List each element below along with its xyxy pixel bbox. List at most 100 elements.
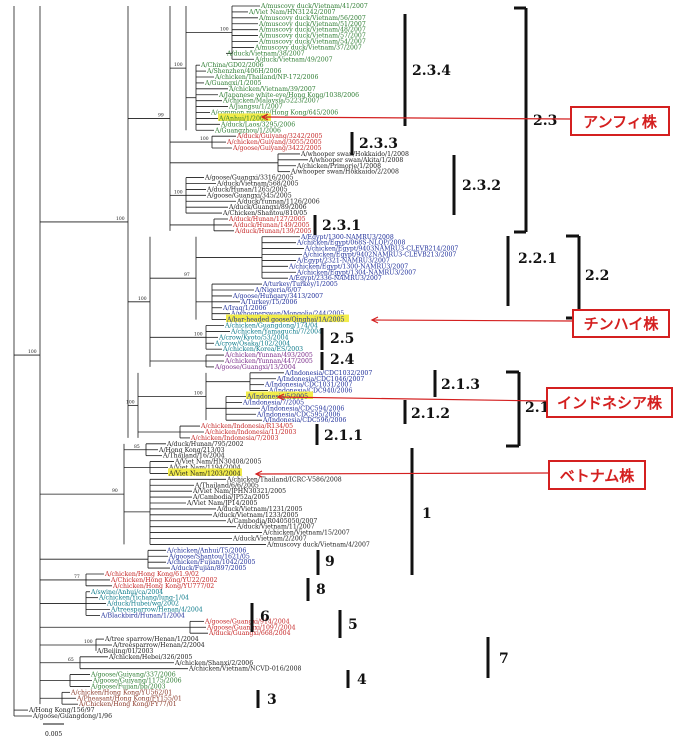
taxon-label: A/chicken/Egypt/9402NAMRU3-CLEVB213/2007 xyxy=(302,252,456,259)
clade-label-2-3-2: 2.3.2 xyxy=(462,178,501,194)
taxon-label: A/bar-headed goose/Qinghai/1A/2005 xyxy=(226,317,345,324)
taxon-label: A/duck/Vietnam/2/2007 xyxy=(232,536,307,543)
taxon-label: A/chicken/Shanxi/2/2006 xyxy=(174,660,253,667)
taxon-label: A/duck/Hunan/127/2005 xyxy=(228,216,306,223)
taxon-label: A/muscovy duck/Vietnam/41/2007 xyxy=(260,3,368,10)
taxon-label: A/Indonesia/CDC1031/2007 xyxy=(264,382,352,389)
taxon-label: A/duck/Hunan/1265/2005 xyxy=(206,186,288,193)
pointer-anhui xyxy=(261,116,571,120)
taxon-label: A/goose/Guangxi/914/2004 xyxy=(204,618,290,625)
taxon-label: A/chicken/Indonesia/7/2003 xyxy=(190,435,278,442)
pointer-indonesia xyxy=(277,396,547,402)
bootstrap-value: 100 xyxy=(138,296,147,302)
taxon-label: A/Guangzhou/1/2006 xyxy=(214,127,281,134)
callout-qinghai-strain: チンハイ株 xyxy=(572,309,670,338)
taxon-label: A/chicken/Vietnam/NCVD-016/2008 xyxy=(188,666,302,673)
taxon-label: A/muscovy duck/Vietnam/51/2007 xyxy=(258,21,366,28)
bootstrap-value: 100 xyxy=(220,27,229,33)
taxon-label: A/duck/Hunan/149/2005 xyxy=(232,222,310,229)
taxon-label: A/crow/Osaka/102/2004 xyxy=(214,340,290,347)
scale-bar-label: 0.005 xyxy=(45,731,62,738)
taxon-label: A/goose/Guangdong/1/96 xyxy=(32,713,112,720)
bootstrap-value: 100 xyxy=(174,62,183,68)
taxon-label: A/chicken/Thailand/ICRC-V586/2008 xyxy=(226,476,342,483)
taxon-label: A/muscovy duck/Vietnam/57/2007 xyxy=(258,33,366,40)
bootstrap-value: 100 xyxy=(174,189,183,195)
taxon-label: A/muscovy duck/Vietnam/56/2007 xyxy=(258,15,366,22)
bootstrap-value: 85 xyxy=(134,444,140,450)
bootstrap-values: 1001001001009997100100100100100859077100… xyxy=(28,27,229,663)
taxon-label: A/chicken/Hebei/326/2005 xyxy=(108,654,192,661)
taxon-label: A/Blackbird/Hunan/1/2004 xyxy=(100,612,185,619)
clade-label-2-5: 2.5 xyxy=(330,331,354,347)
callout-anhui-strain: アンフィ株 xyxy=(570,106,670,136)
taxon-label: A/Beijing/01/2003 xyxy=(96,648,153,655)
taxon-label: A/goose/Hungary/3413/2007 xyxy=(232,293,323,300)
callout-indonesia-strain: インドネシア株 xyxy=(546,387,673,418)
clade-label-1: 1 xyxy=(422,506,432,522)
taxon-label: A/Indonesia/CDC594/2006 xyxy=(260,405,344,412)
taxon-label: A/muscovy duck/Vietnam/54/2007 xyxy=(258,39,366,46)
taxon-label: A/Viet Nam/HN31242/2007 xyxy=(248,9,335,16)
taxon-label: A/crow/Kyoto/53/2004 xyxy=(218,334,289,341)
taxon-label: A/Cambodia/R0405050/2007 xyxy=(226,518,317,525)
clade-label-2-3-1: 2.3.1 xyxy=(322,218,361,234)
bootstrap-value: 97 xyxy=(184,272,190,278)
clade-label-4: 4 xyxy=(357,672,367,688)
taxon-label: A/duck/Hunan/795/2002 xyxy=(166,441,244,448)
highlight-marker xyxy=(218,113,271,121)
clade-label-7: 7 xyxy=(499,651,509,667)
taxon-label: A/goose/Guangxi/3316/2005 xyxy=(204,175,294,182)
taxon-label: A/duck/Vietnam/1231/2005 xyxy=(216,506,303,513)
clade-label-9: 9 xyxy=(325,554,335,570)
taxon-label: A/goose/Guangxi/13/2004 xyxy=(214,364,296,371)
clade-label-2-1: 2.1 xyxy=(525,400,549,416)
pointer-vietnam xyxy=(255,472,549,475)
taxon-label: A/whooper swan/Hokkaido/1/2008 xyxy=(300,151,409,158)
taxon-label: A/goose/Fujian/bb/2003 xyxy=(90,683,166,690)
clade-label-2-2: 2.2 xyxy=(585,268,609,284)
taxon-label: A/chicken/Indonesia/R134/05 xyxy=(200,423,293,430)
taxon-label: A/duck/Guangxi/668/2004 xyxy=(208,630,291,637)
taxon-label: A/Iraq/1/2006 xyxy=(222,305,267,312)
taxon-label: A/duck/Vietnam/1233/2005 xyxy=(212,512,299,519)
taxon-label: A/Cambodia/JP52a/2005 xyxy=(192,494,269,501)
clade-label-2-1-2: 2.1.2 xyxy=(411,406,450,422)
clade-label-2-4: 2.4 xyxy=(330,352,355,368)
taxon-label: A/Hong Kong/213/03 xyxy=(158,447,225,454)
taxon-label: A/turkey/Turkey/1/2005 xyxy=(262,281,338,288)
highlight-marker xyxy=(168,468,242,476)
pointer-anhui-head xyxy=(260,113,269,121)
taxon-label: A/muscovy duck/Vietnam/4/2007 xyxy=(266,541,370,548)
taxon-label: A/Chicken/Shantou/810/05 xyxy=(222,210,307,217)
bootstrap-value: 99 xyxy=(158,112,164,118)
taxon-label: A/Guangxi/1/2005 xyxy=(204,80,262,87)
taxon-label: A/Egypt/2336-NAMRU3/2007 xyxy=(288,275,382,282)
taxon-label: A/treesparrow/Henan/4/2004 xyxy=(110,607,203,614)
taxon-label: A/Indonesia/CDC596/2006 xyxy=(262,417,346,424)
taxon-label: A/Turkey/15/2006 xyxy=(240,299,297,306)
taxon-label: A/Viet Nam/HN30408/2005 xyxy=(174,459,261,466)
taxon-label: A/Japanese white-eye/Hong Kong/1038/2006 xyxy=(218,92,359,99)
taxon-label: A/chicken/Vietnam/15/2007 xyxy=(262,530,350,537)
taxon-label: A/duck/Fujian/897/2005 xyxy=(170,565,246,572)
taxon-label: A/Viet Nam/1194/2004 xyxy=(168,465,241,472)
taxon-label: A/Thailand/6/6/2005 xyxy=(194,482,259,489)
taxon-label: A/chicken/Hong Kong/YU777/02 xyxy=(112,583,214,590)
taxon-label: A/chicken/Egypt/1300-NAMRU3/2007 xyxy=(288,263,408,270)
taxon-label: A/Shenzhen/406H/2006 xyxy=(206,68,282,75)
clade-label-3: 3 xyxy=(267,692,277,708)
bootstrap-value: 100 xyxy=(194,391,203,397)
taxon-label: A/goose/Guiyang/3422/2005 xyxy=(232,145,322,152)
taxon-label: A/common magpie/Hong Kong/645/2006 xyxy=(210,110,338,117)
taxon-label: A/Anhui/1/2005 xyxy=(218,115,268,122)
pointer-vietnam-head xyxy=(254,470,263,478)
pointer-indonesia-head xyxy=(276,393,285,401)
taxon-label: A/Indonesia/CDC1046/2007 xyxy=(276,376,364,383)
clade-label-2-1-1: 2.1.1 xyxy=(324,428,363,444)
taxon-label: A/whooper swan/Akita/1/2008 xyxy=(308,157,403,164)
taxon-label: A/Thailand/16/2004 xyxy=(162,453,225,460)
taxon-label: A/duck/Vietnam/38/2007 xyxy=(226,50,305,57)
